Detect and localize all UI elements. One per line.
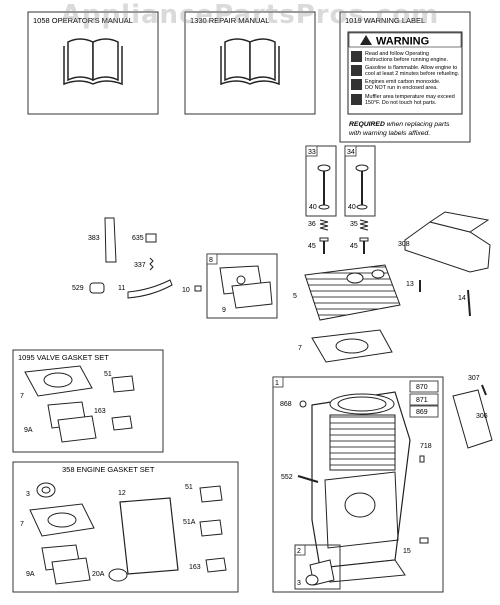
part-label: 868 bbox=[280, 401, 292, 408]
book-icon bbox=[220, 38, 280, 86]
part-label: 871 bbox=[416, 397, 428, 404]
part-label: 7 bbox=[20, 393, 24, 400]
part-label: 34 bbox=[347, 149, 355, 156]
part-label: 9A bbox=[24, 427, 33, 434]
warning-line: Instructions before running engine. bbox=[365, 57, 448, 63]
part-label: 635 bbox=[132, 235, 144, 242]
part-label: 14 bbox=[458, 295, 466, 302]
part-label: 9 bbox=[222, 307, 226, 314]
carburetor-parts: 383 635 337 529 11 10 bbox=[72, 217, 202, 299]
manual-icon bbox=[351, 51, 362, 62]
flame-icon bbox=[351, 65, 362, 76]
part-label: 51 bbox=[185, 484, 193, 491]
head-gasket-7: 7 bbox=[298, 329, 393, 363]
part-label: 7 bbox=[298, 345, 302, 352]
operators-manual-box: 1058 OPERATOR'S MANUAL bbox=[27, 11, 159, 115]
valve-gasket-set-box: 1095 VALVE GASKET SET 7 51 9A 163 bbox=[12, 349, 164, 453]
part-label: 529 bbox=[72, 285, 84, 292]
part-label: 337 bbox=[134, 262, 146, 269]
part-label: 307 bbox=[468, 375, 480, 382]
part-label: 308 bbox=[398, 241, 410, 248]
part-label: 3 bbox=[26, 491, 30, 498]
valve bbox=[355, 164, 369, 205]
warning-line: Muffler area temperature may exceed bbox=[365, 94, 455, 100]
warning-heading: WARNING bbox=[376, 36, 429, 48]
part-label: 870 bbox=[416, 384, 428, 391]
part-label: 33 bbox=[308, 149, 316, 156]
engine-gasket-set-label: 358 ENGINE GASKET SET bbox=[62, 465, 155, 474]
part-label: 8 bbox=[209, 257, 213, 264]
part-label: 383 bbox=[88, 235, 100, 242]
warning-line: Engines emit carbon monoxide. bbox=[365, 79, 441, 85]
part-label: 869 bbox=[416, 409, 428, 416]
warning-line: DO NOT run in enclosed area. bbox=[365, 85, 438, 91]
warning-line: cool at least 2 minutes before refueling… bbox=[365, 71, 459, 77]
part-label: 306 bbox=[476, 413, 488, 420]
cylinder-block-box-1: 1 868 870 871 869 718 552 2 bbox=[272, 376, 444, 593]
part-label: 35 bbox=[350, 221, 358, 228]
hot-surface-icon bbox=[351, 94, 362, 105]
part-label: 2 bbox=[297, 548, 301, 555]
warning-line: Read and follow Operating bbox=[365, 51, 429, 57]
part-label: 40 bbox=[309, 204, 317, 211]
valve-box-34: 34 40 bbox=[344, 145, 376, 217]
shroud-306: 307 306 bbox=[452, 375, 493, 449]
part-label: 36 bbox=[308, 221, 316, 228]
warning-label-box: 1019 WARNING LABEL WARNING Read and foll… bbox=[339, 11, 471, 143]
engine-gasket-set-box: 358 ENGINE GASKET SET 3 7 9A 12 20A 51 5… bbox=[12, 461, 239, 593]
part-label: 45 bbox=[350, 243, 358, 250]
warning-line: Gasoline is flammable. Allow engine to bbox=[365, 65, 457, 71]
part-label: 163 bbox=[189, 564, 201, 571]
required-note-line2: with warning labels affixed. bbox=[349, 130, 430, 137]
warning-line: 150°F. Do not touch hot parts. bbox=[365, 100, 436, 106]
repair-manual-label: 1330 REPAIR MANUAL bbox=[190, 16, 269, 25]
valve-gasket-set-label: 1095 VALVE GASKET SET bbox=[18, 353, 109, 362]
part-label: 163 bbox=[94, 408, 106, 415]
part-label: 51 bbox=[104, 371, 112, 378]
book-icon bbox=[63, 38, 123, 86]
required-note: REQUIRED when replacing parts bbox=[349, 121, 450, 128]
valve bbox=[317, 164, 331, 205]
repair-manual-box: 1330 REPAIR MANUAL bbox=[184, 11, 316, 115]
warning-label-title: 1019 WARNING LABEL bbox=[345, 16, 425, 25]
cylinder-head-5: 5 13 14 bbox=[293, 264, 471, 321]
operators-manual-label: 1058 OPERATOR'S MANUAL bbox=[33, 16, 133, 25]
gasket-box-8: 8 9 bbox=[206, 253, 278, 319]
part-label: 40 bbox=[348, 204, 356, 211]
part-label: 20A bbox=[92, 571, 105, 578]
part-label: 9A bbox=[26, 571, 35, 578]
warning-triangle-icon bbox=[360, 35, 372, 45]
part-label: 5 bbox=[293, 293, 297, 300]
part-label: 718 bbox=[420, 443, 432, 450]
part-label: 45 bbox=[308, 243, 316, 250]
part-label: 10 bbox=[182, 287, 190, 294]
part-label: 51A bbox=[183, 519, 196, 526]
part-label: 7 bbox=[20, 521, 24, 528]
valve-box-33: 33 40 bbox=[305, 145, 337, 217]
part-label: 12 bbox=[118, 490, 126, 497]
valve-springs: 36 35 45 45 bbox=[308, 219, 369, 254]
cylinder-block bbox=[311, 391, 411, 583]
part-label: 1 bbox=[275, 380, 279, 387]
cylinder-shield-308: 308 bbox=[398, 211, 491, 273]
part-label: 552 bbox=[281, 474, 293, 481]
part-label: 3 bbox=[297, 580, 301, 587]
part-label: 13 bbox=[406, 281, 414, 288]
part-label: 11 bbox=[118, 285, 125, 292]
part-label: 15 bbox=[403, 548, 411, 555]
carbon-monoxide-icon bbox=[351, 79, 362, 90]
